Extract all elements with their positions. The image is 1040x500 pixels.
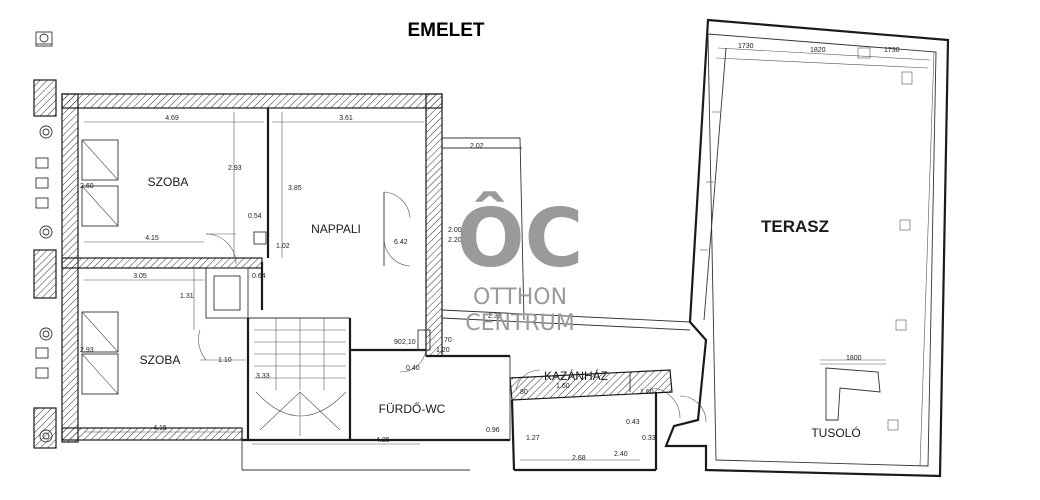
dim-label: 1.60: [640, 389, 654, 396]
room-label-terasz: TERASZ: [761, 217, 829, 236]
doors: [198, 191, 707, 423]
room-label-tusolo: TUSOLÓ: [811, 425, 860, 440]
watermark-line2: CENTRUM: [465, 311, 575, 336]
plan-title: EMELET: [407, 20, 484, 41]
room-label-nappali: NAPPALI: [311, 222, 361, 236]
dim-label: 1,20: [436, 347, 450, 354]
dim-label: 1730: [884, 47, 900, 54]
dim-label: 2.60: [80, 183, 94, 190]
dim-label: 1.27: [526, 435, 540, 442]
room-label-furdo-wc: FÜRDŐ-WC: [379, 401, 446, 416]
dim-label: 4.69: [165, 115, 179, 122]
dim-label: 3.61: [339, 115, 353, 122]
dim-label: 90: [394, 339, 402, 346]
dim-label: 0.64: [252, 273, 266, 280]
dim-label: 80: [520, 389, 528, 396]
staircase: [254, 318, 347, 436]
room-label-szoba-2: SZOBA: [140, 353, 181, 367]
dim-label: 1730: [738, 43, 754, 50]
dim-label: 70: [444, 337, 452, 344]
dim-label: 4.25: [376, 437, 390, 444]
boiler-room-walls: [509, 356, 673, 472]
dim-label: 2.40: [614, 451, 628, 458]
dim-label: 2.02: [470, 143, 484, 150]
room-label-kazanhaz: KAZÁNHÁZ: [544, 368, 608, 383]
dim-label: 0.40: [406, 365, 420, 372]
compass-icon: [35, 31, 53, 47]
dim-label: 2.20: [448, 237, 462, 244]
room-label-szoba-1: SZOBA: [148, 175, 189, 189]
dim-label: 4.15: [145, 235, 159, 242]
dim-label: 1.60: [556, 383, 570, 390]
windows: [81, 139, 119, 395]
dim-label: 1.02: [276, 243, 290, 250]
watermark-monogram: ÔC: [457, 191, 584, 285]
dim-label: 4.15: [153, 425, 167, 432]
dim-label: 0.54: [248, 213, 262, 220]
dim-label: 1.10: [218, 357, 232, 364]
corridor: [417, 137, 691, 351]
dimension-labels: 4.69 3.61 2.93 3.85 2.60 0.54 4.15 1.02 …: [80, 43, 900, 462]
watermark-line1: OTTHON: [473, 285, 567, 310]
dim-label: 2.93: [80, 347, 94, 354]
dim-label: 0.33: [642, 435, 656, 442]
dim-label: 3.33: [256, 373, 270, 380]
dim-label: 1.31: [180, 293, 194, 300]
interior-walls: [205, 108, 510, 471]
exterior-walls: [61, 93, 443, 443]
dimension-lines: [84, 112, 640, 461]
dim-label: 2.00: [448, 227, 462, 234]
dim-label: 1800: [846, 355, 862, 362]
dim-label: 2.93: [228, 165, 242, 172]
dim-label: 0.96: [486, 427, 500, 434]
terrace-walls: [664, 18, 950, 478]
dim-label: 0.43: [626, 419, 640, 426]
dim-label: 2,10: [402, 339, 416, 346]
otthon-centrum-watermark: ÔC OTTHON CENTRUM: [457, 191, 584, 336]
dim-label: 2.68: [572, 455, 586, 462]
facade-ornaments: [33, 79, 57, 449]
dim-label: 2.30: [488, 313, 502, 320]
dim-label: 3.05: [133, 273, 147, 280]
dim-label: 3.85: [288, 185, 302, 192]
dim-label: 1820: [810, 47, 826, 54]
dim-label: 6.42: [394, 239, 408, 246]
